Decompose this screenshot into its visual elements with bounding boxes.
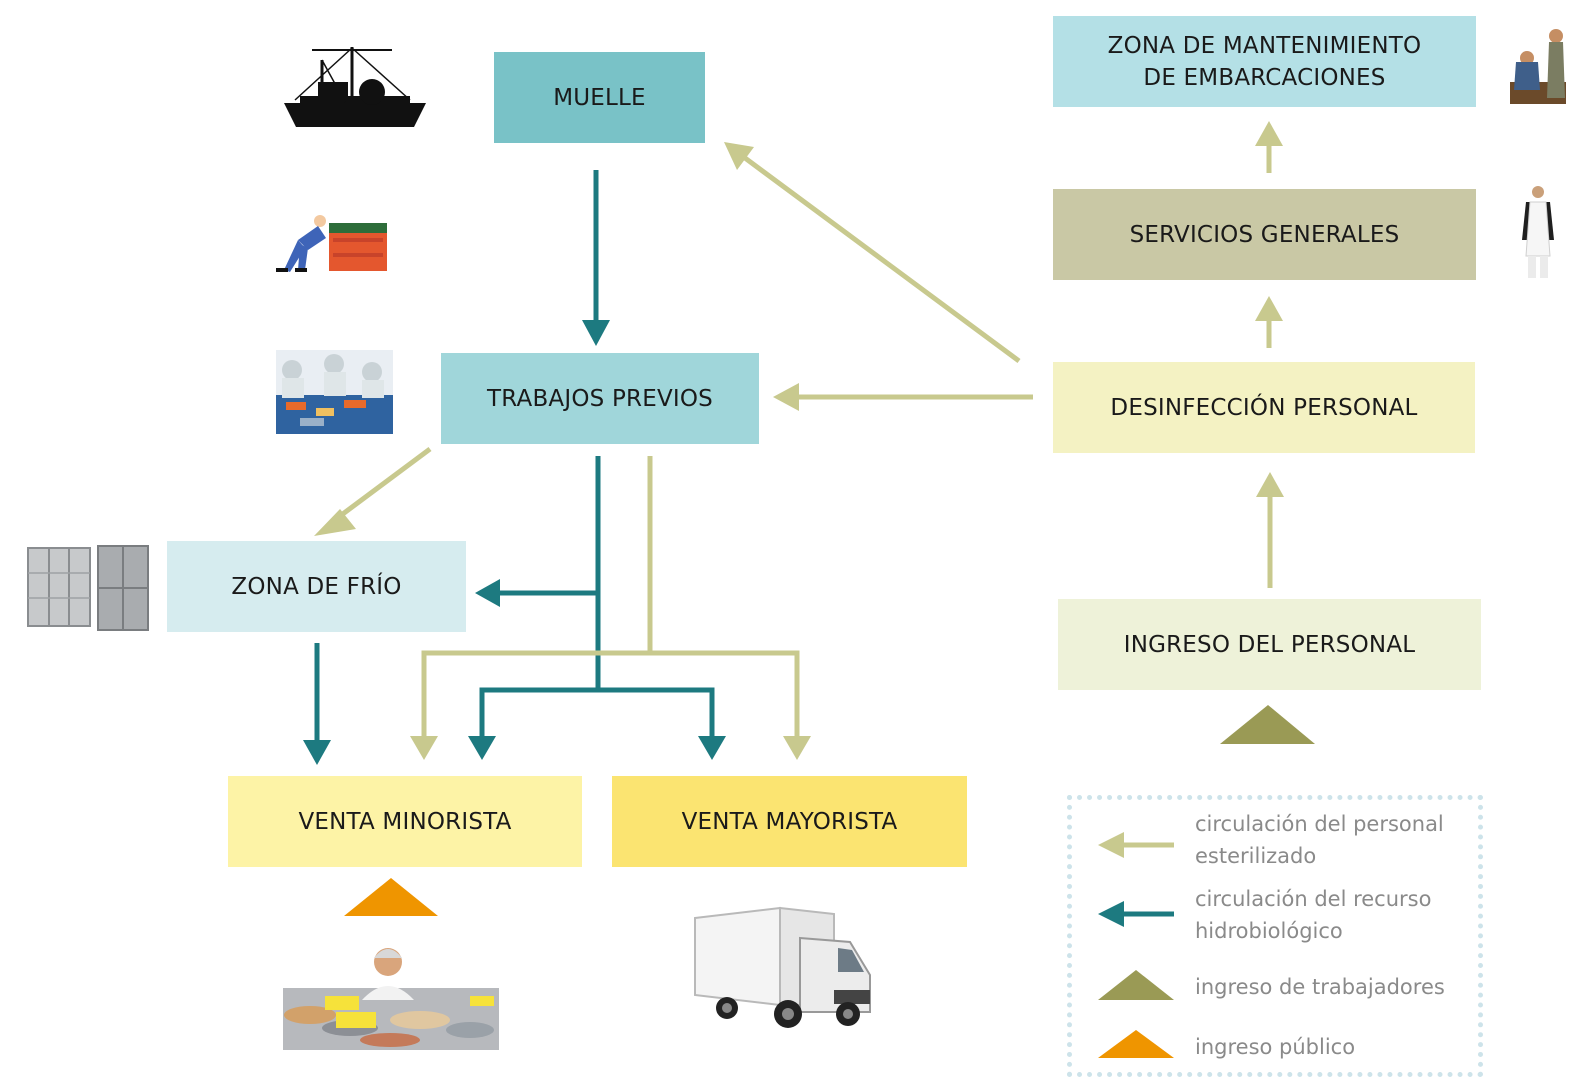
legend-label-public-entry: ingreso público — [1195, 1035, 1356, 1059]
arrowhead — [303, 740, 331, 765]
legend-teal-arrowhead — [1098, 901, 1124, 927]
arrowhead — [410, 736, 438, 760]
delivery-truck-icon — [694, 906, 871, 1028]
arrowhead — [773, 383, 799, 411]
legend-label-hydrobiological: circulación del recurso hidrobiológico — [1195, 887, 1432, 943]
arrow-staff-trabajos-to-frio — [330, 446, 432, 525]
fishing-boat-icon — [284, 47, 426, 127]
worker-in-apron-icon — [1522, 186, 1554, 278]
node-zona-mantenimiento: ZONA DE MANTENIMIENTO DE EMBARCACIONES — [1053, 16, 1476, 107]
node-desinfeccion-personal: DESINFECCIÓN PERSONAL — [1053, 362, 1475, 453]
legend-worker-triangle — [1098, 970, 1174, 1000]
arrow-staff-desinfeccion-to-muelle — [743, 155, 1021, 364]
node-trabajos-previos: TRABAJOS PREVIOS — [441, 353, 759, 444]
fish-processing-workers-icon — [276, 350, 393, 434]
arrow-staff-trabajos-to-ventas — [421, 456, 800, 738]
node-zona-frio: ZONA DE FRÍO — [167, 541, 466, 632]
worker-entry-triangle — [1220, 705, 1315, 744]
legend-label-sterile-staff: circulación del personal esterilizado — [1195, 812, 1444, 868]
fish-vendor-icon — [283, 948, 499, 1050]
arrowhead — [582, 320, 610, 346]
legend-olive-arrowhead — [1098, 832, 1124, 858]
legend-box — [1067, 795, 1483, 1077]
arrowhead — [1256, 472, 1284, 497]
node-servicios-generales: SERVICIOS GENERALES — [1053, 189, 1476, 280]
arrowhead — [314, 509, 356, 536]
arrowhead — [724, 142, 754, 170]
arrowhead — [1255, 121, 1283, 146]
node-venta-minorista: VENTA MINORISTA — [228, 776, 582, 867]
arrowhead — [783, 736, 811, 760]
legend-public-triangle — [1098, 1030, 1174, 1058]
node-ingreso-personal: INGRESO DEL PERSONAL — [1058, 599, 1481, 690]
arrowhead — [475, 579, 500, 607]
worker-pushing-crates-icon — [276, 215, 387, 272]
legend-label-worker-entry: ingreso de trabajadores — [1195, 975, 1445, 999]
refrigerator-cabinets-icon — [27, 545, 149, 631]
arrowhead — [698, 736, 726, 760]
node-muelle: MUELLE — [494, 52, 705, 143]
maintenance-workers-icon — [1510, 29, 1566, 104]
arrowhead — [468, 736, 496, 760]
public-entry-triangle — [344, 878, 438, 916]
arrowhead — [1255, 296, 1283, 321]
node-venta-mayorista: VENTA MAYORISTA — [612, 776, 967, 867]
arrow-trabajos-to-ventas — [479, 687, 715, 738]
